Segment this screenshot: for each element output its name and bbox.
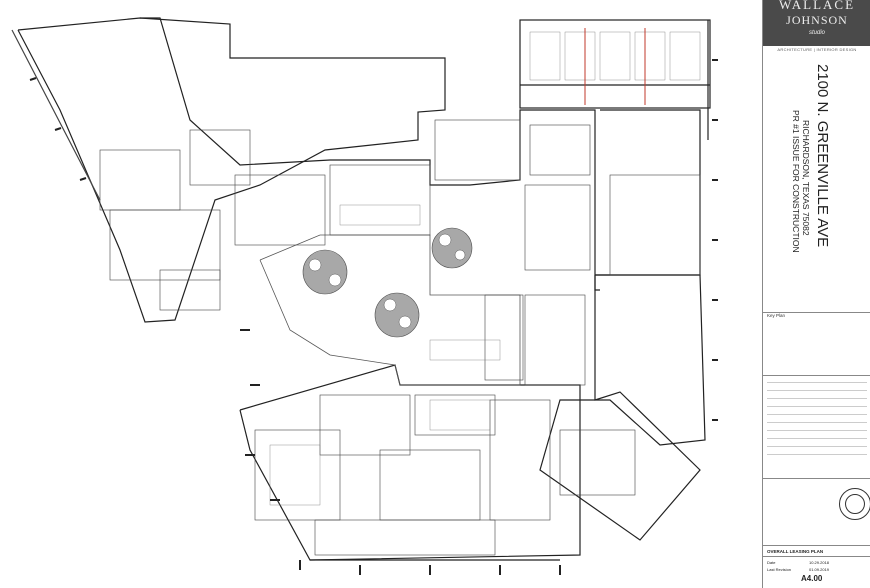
tree-icon (374, 292, 420, 338)
central-spine-outline (140, 17, 600, 291)
project-city: RICHARDSON, TEXAS 75082 (801, 120, 811, 236)
firm-name-line1: WALLACE (778, 0, 856, 12)
floor-plan-drawing (11, 17, 718, 575)
sheet-number: A4.00 (801, 574, 823, 583)
right-wing-outline (595, 109, 701, 276)
architect-seal-icon (839, 488, 870, 520)
date-label: Date (767, 560, 776, 565)
sheet-title: OVERALL LEASING PLAN (767, 549, 824, 554)
project-address: 2100 N. GREENVILLE AVE (814, 64, 831, 248)
key-plan-label: Key Plan (767, 313, 786, 318)
revision-value: 01.09.2019 (809, 567, 830, 572)
bottom-wing-outline (239, 364, 581, 561)
revision-label: Last Revision (767, 567, 792, 572)
top-right-wing-outline (519, 19, 711, 109)
firm-name-line2: JOHNSON (786, 13, 848, 27)
issue-label: PR #1 ISSUE FOR CONSTRUCTION (791, 110, 801, 253)
date-value: 10.29.2018 (809, 560, 830, 565)
tree-icon (302, 249, 348, 295)
tree-icon (431, 227, 473, 269)
firm-logo: WALLACE JOHNSON studio (763, 0, 870, 46)
firm-name-line3: studio (808, 30, 825, 36)
lower-right-wing-outline (539, 391, 701, 541)
title-block: WALLACE JOHNSON studio ARCHITECTURE | IN… (762, 0, 870, 588)
firm-tagline: ARCHITECTURE | INTERIOR DESIGN (777, 47, 857, 52)
left-wing-outline (17, 17, 446, 323)
